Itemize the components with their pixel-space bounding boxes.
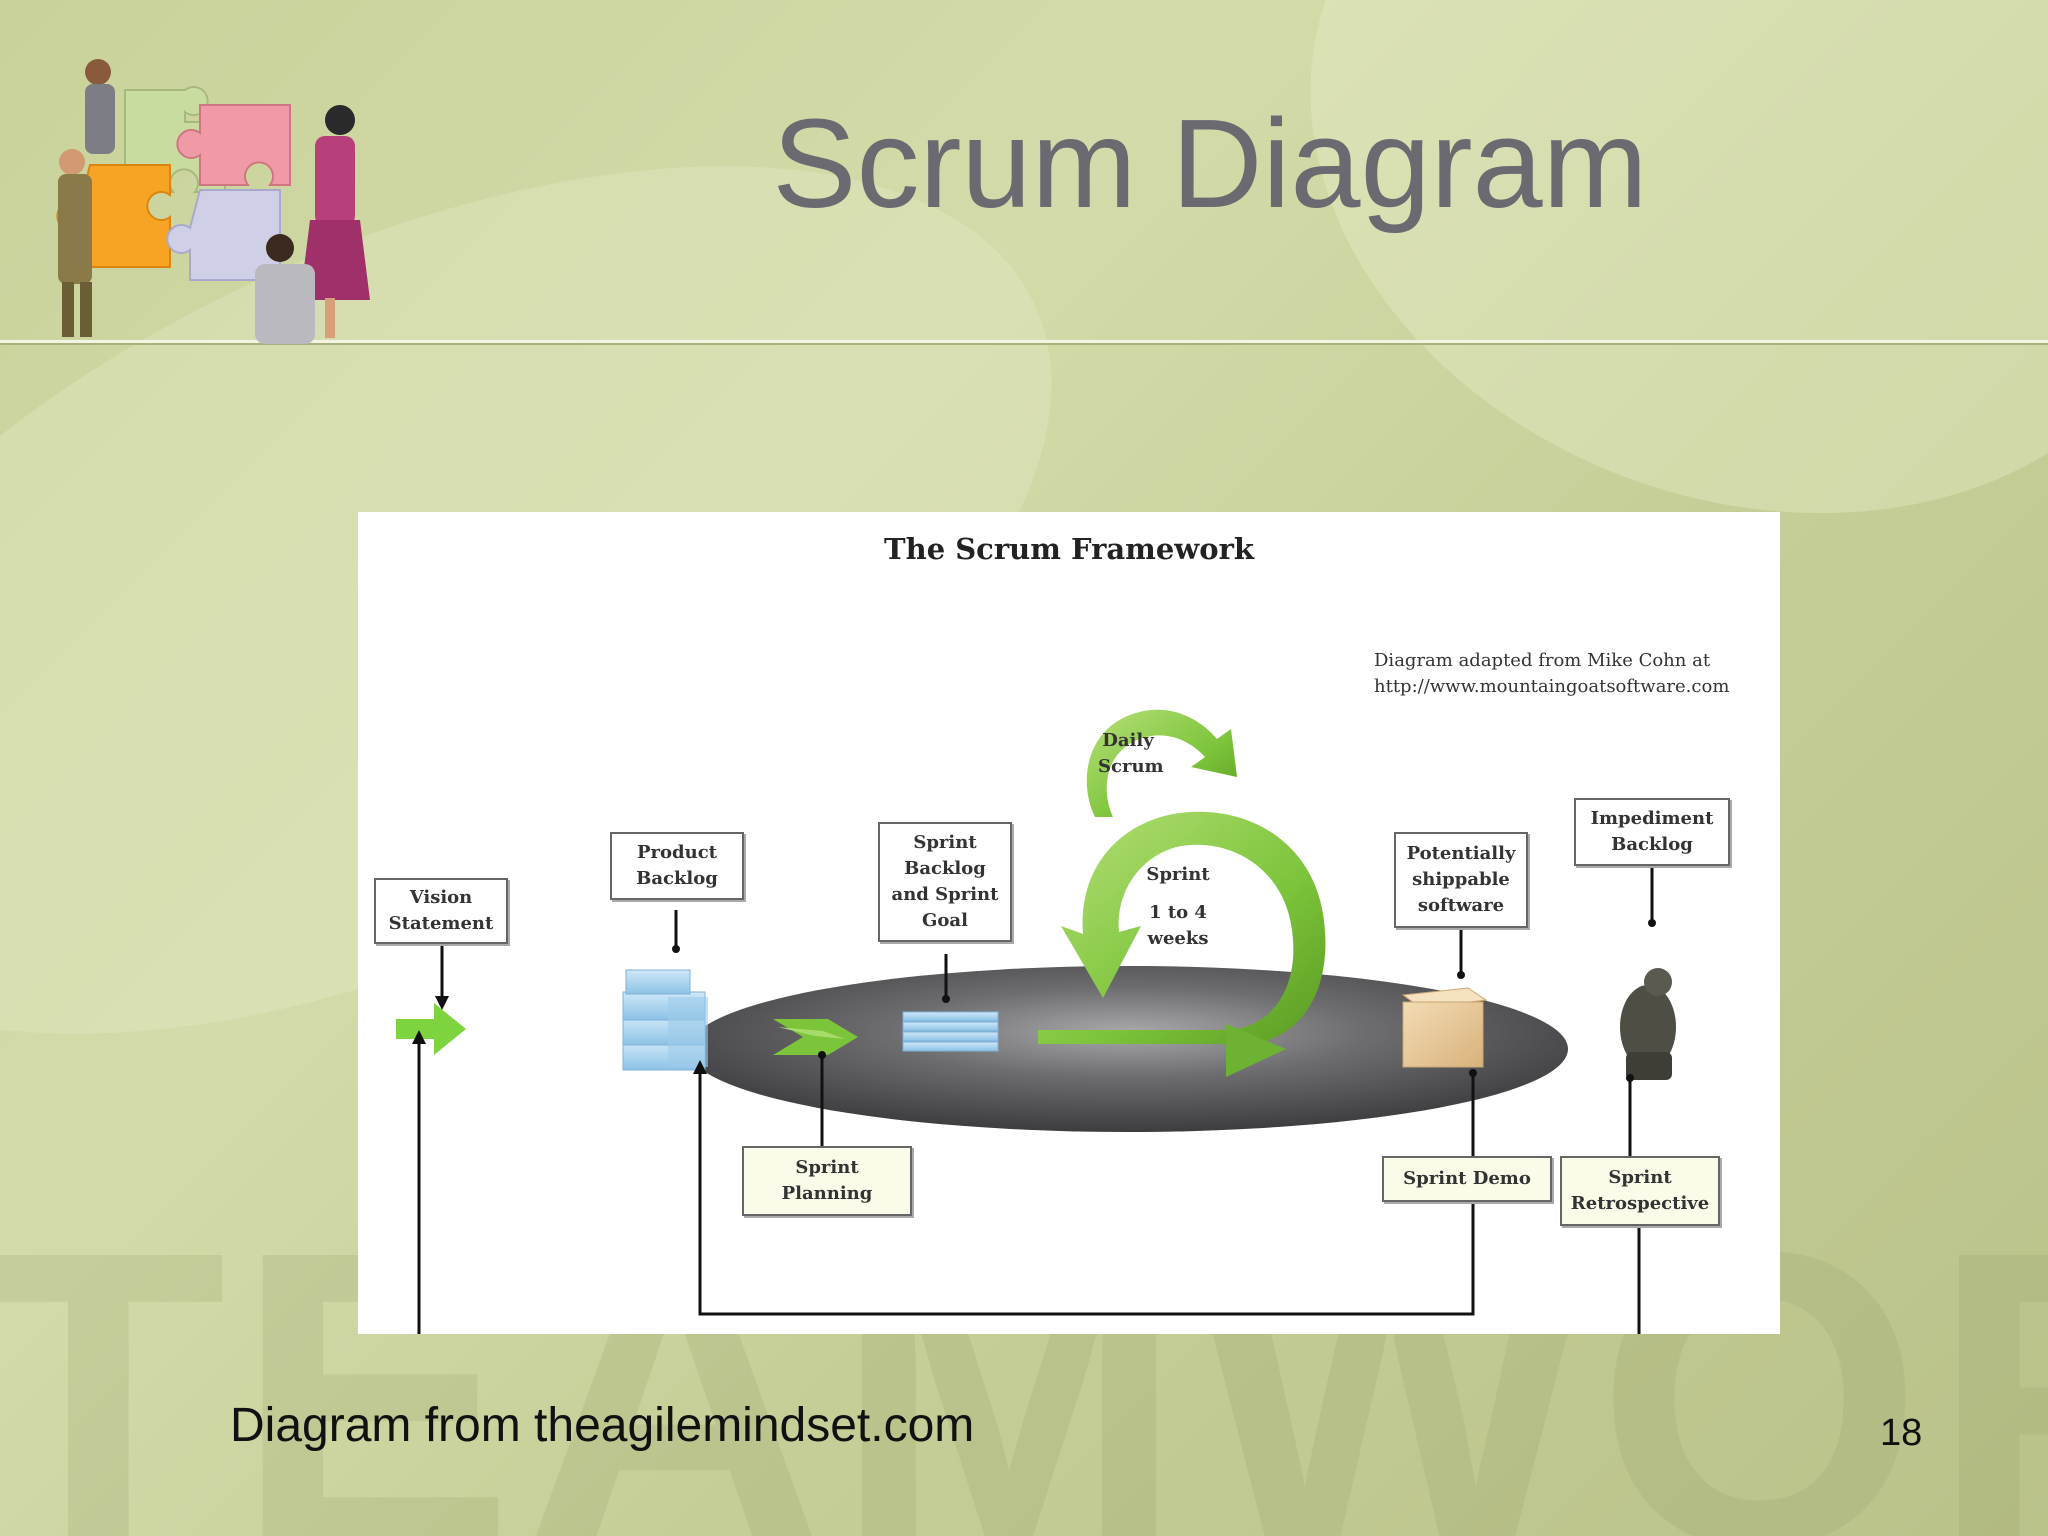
impediment-backlog-box: Impediment Backlog [1574,798,1730,866]
daily-scrum-label: Daily Scrum [1098,730,1164,777]
header-divider [0,340,2048,343]
sprint-backlog-stack-icon [902,1011,999,1052]
planning-chevron-icon [773,1019,858,1055]
scrum-diagram-graphics [396,709,1676,1334]
product-backlog-box: Product Backlog [610,832,744,900]
diagram-credit: Diagram adapted from Mike Cohn at http:/… [1374,648,1729,700]
sprint-planning-box: Sprint Planning [742,1146,912,1216]
shippable-box-icon [1401,987,1488,1068]
sprint-duration-label: 1 to 4 weeks [1147,902,1209,949]
scrum-framework-diagram: The Scrum Framework Diagram adapted from… [358,512,1780,1334]
credit-line-2: http://www.mountaingoatsoftware.com [1374,676,1730,697]
daily-scrum-loop-arrow-icon [1086,709,1237,817]
footer-source-text: Diagram from theagilemindset.com [230,1399,975,1452]
header-divider-shadow [0,343,2048,345]
sprint-label: Sprint [1146,864,1210,885]
sprint-retrospective-box: Sprint Retrospective [1560,1156,1720,1226]
slide-title: Scrum Diagram [772,93,1648,234]
sprint-demo-box: Sprint Demo [1382,1156,1552,1202]
thinker-statue-icon [1620,968,1676,1080]
diagram-title: The Scrum Framework [884,532,1254,566]
sprint-backlog-box: Sprint Backlog and Sprint Goal [878,822,1012,942]
product-backlog-stack-icon [622,969,708,1071]
vision-statement-box: Vision Statement [374,878,508,944]
platform-ellipse [688,966,1568,1132]
teamwork-puzzle-clipart-icon [56,59,370,344]
page-number: 18 [1880,1412,1923,1454]
credit-line-1: Diagram adapted from Mike Cohn at [1374,650,1711,671]
vision-arrow-icon [396,1003,466,1055]
sprint-loop-arrow-icon [1038,811,1326,1044]
potentially-shippable-box: Potentially shippable software [1394,832,1528,928]
